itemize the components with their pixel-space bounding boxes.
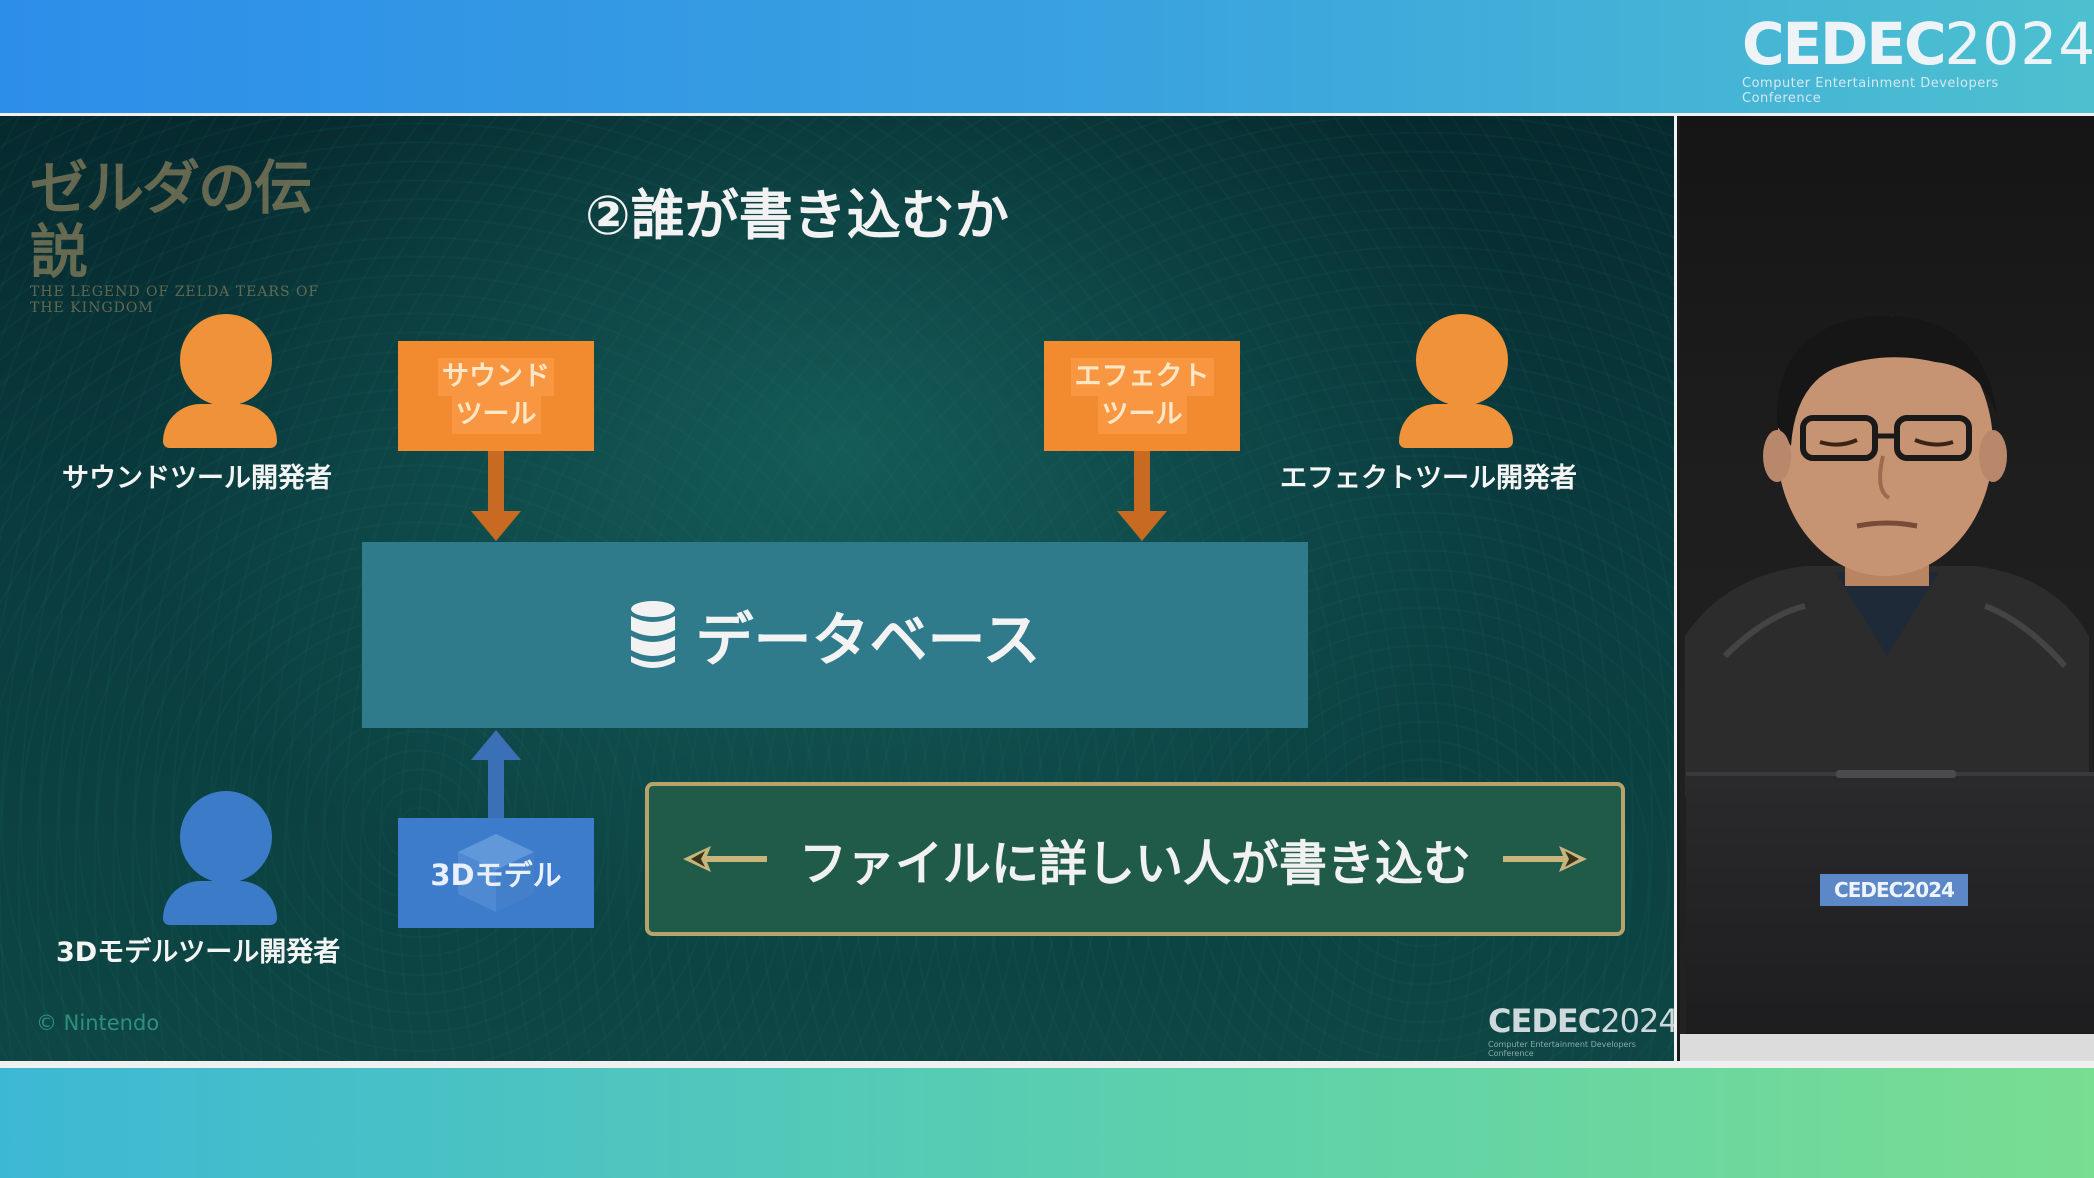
- model-developer-person-icon: [160, 791, 280, 925]
- cube-icon: [458, 834, 534, 912]
- cedec-logo-year: 2024: [1944, 10, 2094, 78]
- game-logo-subtitle: THE LEGEND OF ZELDA TEARS OF THE KINGDOM: [30, 284, 320, 316]
- slide-cedec-logo: CEDEC2024 Computer Entertainment Develop…: [1488, 1002, 1677, 1058]
- game-logo-title: ゼルダの伝説: [30, 154, 312, 286]
- database-box: データベース: [362, 542, 1308, 728]
- left-ornament-icon: [682, 846, 767, 872]
- sound-developer-person-icon: [160, 314, 280, 448]
- top-banner: CEDEC2024 Computer Entertainment Develop…: [0, 0, 2094, 113]
- effect-tool-arrow-down-icon: [1117, 451, 1167, 541]
- effect-tool-label-line1: エフェクト: [1070, 358, 1214, 396]
- database-icon: [631, 601, 676, 668]
- sound-tool-box: サウンド ツール: [398, 341, 594, 451]
- copyright-notice: © Nintendo: [36, 1011, 160, 1035]
- effect-tool-label-line2: ツール: [1097, 396, 1187, 434]
- bottom-banner: [0, 1068, 2094, 1178]
- effect-developer-label: エフェクトツール開発者: [1280, 463, 1577, 494]
- note-callout: ファイルに詳しい人が書き込む: [645, 782, 1625, 936]
- right-ornament-icon: [1503, 846, 1587, 872]
- cedec-logo: CEDEC2024 Computer Entertainment Develop…: [1742, 14, 2094, 106]
- note-text: ファイルに詳しい人が書き込む: [798, 836, 1471, 892]
- frame-line-top: [0, 113, 2094, 116]
- cedec-logo-word: CEDEC: [1742, 10, 1947, 78]
- effect-developer-person-icon: [1396, 314, 1516, 448]
- desk: [1680, 1034, 2094, 1061]
- laptop: CEDEC2024: [1686, 770, 2094, 1038]
- model-tool-label: 3Dモデル: [430, 858, 562, 892]
- sound-tool-label-line2: ツール: [451, 396, 541, 434]
- game-logo: ゼルダの伝説 THE LEGEND OF ZELDA TEARS OF THE …: [30, 154, 350, 316]
- sound-tool-label-line1: サウンド: [438, 358, 554, 396]
- sound-tool-arrow-down-icon: [471, 451, 521, 541]
- model-developer-label: 3Dモデルツール開発者: [56, 937, 341, 968]
- slide-cedec-subtitle: Computer Entertainment Developers Confer…: [1488, 1040, 1636, 1058]
- effect-tool-box: エフェクト ツール: [1044, 341, 1240, 451]
- cedec-logo-subtitle: Computer Entertainment Developers Confer…: [1742, 76, 1999, 106]
- presentation-slide: ゼルダの伝説 THE LEGEND OF ZELDA TEARS OF THE …: [0, 116, 1677, 1061]
- slide-cedec-word: CEDEC: [1488, 1002, 1601, 1040]
- slide-title: ②誰が書き込むか: [585, 184, 1009, 247]
- laptop-sticker: CEDEC2024: [1820, 874, 1968, 906]
- model-tool-arrow-up-icon: [471, 730, 521, 820]
- slide-cedec-year: 2024: [1600, 1002, 1677, 1040]
- sound-developer-label: サウンドツール開発者: [62, 463, 332, 494]
- speaker-camera-feed: CEDEC2024: [1680, 116, 2094, 1061]
- model-tool-box: 3Dモデル: [398, 818, 594, 928]
- database-label: データベース: [695, 606, 1041, 674]
- speaker-image: [1685, 315, 2089, 796]
- frame-line-bottom: [0, 1061, 2094, 1068]
